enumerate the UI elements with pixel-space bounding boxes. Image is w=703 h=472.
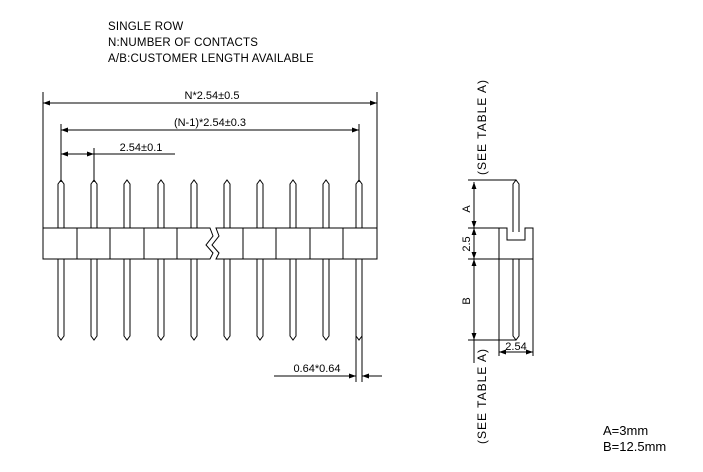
label-pin-section: 0.64*0.64 — [293, 363, 340, 375]
housing-right — [211, 227, 378, 260]
note-customer-length: A/B:CUSTOMER LENGTH AVAILABLE — [108, 53, 314, 65]
pin — [190, 179, 198, 341]
side-housing — [498, 227, 534, 260]
housing-left — [42, 227, 214, 260]
pin — [123, 179, 131, 341]
pin — [157, 179, 165, 341]
spec-a-value: A=3mm — [603, 423, 649, 438]
note-number-of-contacts: N:NUMBER OF CONTACTS — [108, 37, 259, 49]
label-width: 2.54 — [505, 341, 526, 353]
pin — [223, 179, 231, 341]
pin — [90, 179, 98, 341]
label-overall-length: N*2.54±0.5 — [185, 90, 240, 102]
label-dimension-housing: 2.5 — [461, 236, 473, 251]
label-see-table-bottom: (SEE TABLE A) — [475, 348, 489, 444]
pin — [57, 179, 65, 341]
label-dimension-a: A — [461, 205, 473, 213]
drawing-notes: SINGLE ROW N:NUMBER OF CONTACTS A/B:CUST… — [108, 19, 314, 67]
side-view — [468, 179, 534, 363]
side-pin — [512, 179, 520, 341]
pin — [289, 179, 297, 341]
spec-b-value: B=12.5mm — [603, 439, 667, 454]
pin — [256, 179, 264, 341]
label-dimension-b: B — [461, 297, 473, 304]
label-span-length: (N-1)*2.54±0.3 — [174, 117, 246, 129]
front-view — [42, 92, 382, 382]
pin — [355, 179, 363, 341]
note-single-row: SINGLE ROW — [108, 21, 184, 33]
label-pitch: 2.54±0.1 — [120, 142, 163, 154]
label-see-table-top: (SEE TABLE A) — [475, 79, 489, 175]
pin — [322, 179, 330, 341]
